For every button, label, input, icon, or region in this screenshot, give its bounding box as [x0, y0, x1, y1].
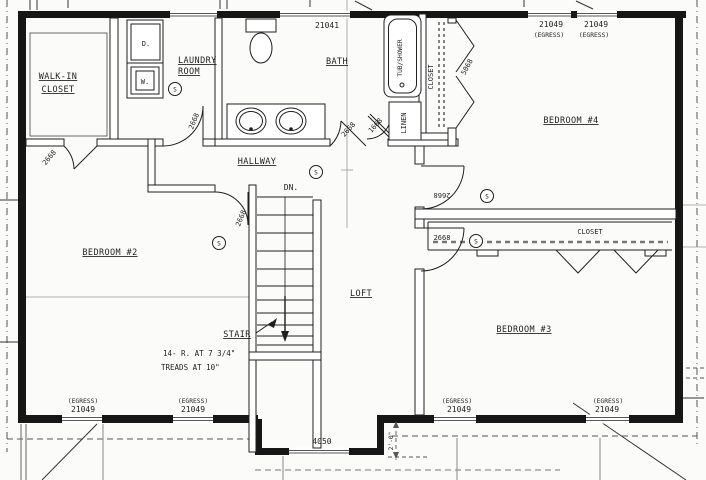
- section-lines: [18, 0, 706, 298]
- door-label-bedroom4-2668: 2668: [434, 191, 451, 199]
- room-label-hallway: HALLWAY: [238, 157, 277, 167]
- window-label-21049-b1: 21049: [71, 405, 95, 414]
- room-label-loft: LOFT: [350, 289, 372, 299]
- door-label-bedroom3-2668: 2668: [434, 234, 451, 242]
- window-egress-b2: (EGRESS): [178, 398, 208, 405]
- vanity-double-sink: [226, 103, 326, 140]
- smoke-detector-symbol: S: [314, 170, 318, 177]
- dimension-bump-out-depth: 2'-0": [388, 432, 395, 451]
- window-label-21049-top-left: 21049: [539, 20, 563, 29]
- room-label-bath: BATH: [326, 57, 348, 67]
- tub-shower: [383, 14, 422, 98]
- fixture-label-washer: W.: [141, 78, 149, 86]
- fixture-label-dryer: D.: [142, 40, 150, 48]
- window-egress-top-left: (EGRESS): [534, 32, 564, 39]
- door-label-bath-2668: 2668: [340, 121, 357, 139]
- smoke-detector-symbol: S: [217, 241, 221, 248]
- window-egress-b4: (EGRESS): [593, 398, 623, 405]
- linen-closet: [388, 101, 422, 141]
- room-label-bedroom-4: BEDROOM #4: [543, 116, 598, 126]
- smoke-detectors: S S S S S: [168, 82, 494, 250]
- margin-tick-marks: [0, 0, 704, 399]
- windows-glazing: [59, 10, 632, 456]
- window-egress-top-right: (EGRESS): [579, 32, 609, 39]
- stair-treads: [255, 196, 313, 346]
- window-egress-b3: (EGRESS): [442, 398, 472, 405]
- room-label-laundry-line2: ROOM: [178, 67, 200, 77]
- window-label-21049-b2: 21049: [181, 405, 205, 414]
- smoke-detector-symbol: S: [485, 194, 489, 201]
- door-swings: [63, 105, 465, 272]
- fixture-label-tub-shower: TUB/SHOWER: [397, 39, 404, 77]
- interior-walls: [25, 13, 677, 453]
- room-label-linen: LINEN: [400, 112, 408, 133]
- window-egress-b1: (EGRESS): [68, 398, 98, 405]
- room-label-bedroom-2: BEDROOM #2: [82, 248, 137, 258]
- window-label-21049-top-right: 21049: [584, 20, 608, 29]
- window-label-21041: 21041: [315, 21, 339, 30]
- bump-out-dimension-lines: [388, 421, 428, 460]
- stair-note-risers: 14- R. AT 7 3/4": [163, 349, 235, 358]
- room-label-bedroom-3: BEDROOM #3: [496, 325, 551, 335]
- room-label-laundry-line1: LAUNDRY: [178, 56, 217, 66]
- stair-down-label: DN.: [284, 183, 298, 192]
- exterior-walls: [18, 11, 686, 455]
- smoke-detector-symbol: S: [474, 239, 478, 246]
- door-label-walkin-2668: 2668: [41, 149, 58, 167]
- room-label-bath-closet: CLOSET: [427, 64, 435, 90]
- smoke-detector-symbol: S: [173, 87, 177, 94]
- room-label-bedroom3-closet: CLOSET: [577, 228, 603, 236]
- stair-label: STAIR: [223, 330, 251, 340]
- window-label-21049-b4: 21049: [595, 405, 619, 414]
- laundry-appliances: [126, 19, 164, 99]
- window-label-4050: 4050: [312, 437, 331, 446]
- room-label-walk-in-closet-line2: CLOSET: [41, 85, 74, 95]
- door-label-bifold-5068: 5068: [460, 58, 475, 77]
- toilet: [245, 18, 277, 64]
- roof-dash-lines: [6, 0, 706, 471]
- door-label-bedroom2-2668: 2668: [234, 209, 248, 228]
- stair-note-treads: TREADS AT 10": [161, 363, 220, 372]
- window-label-21049-b3: 21049: [447, 405, 471, 414]
- room-label-walk-in-closet-line1: WALK-IN: [39, 72, 78, 82]
- door-label-laundry-2668: 2668: [187, 112, 201, 131]
